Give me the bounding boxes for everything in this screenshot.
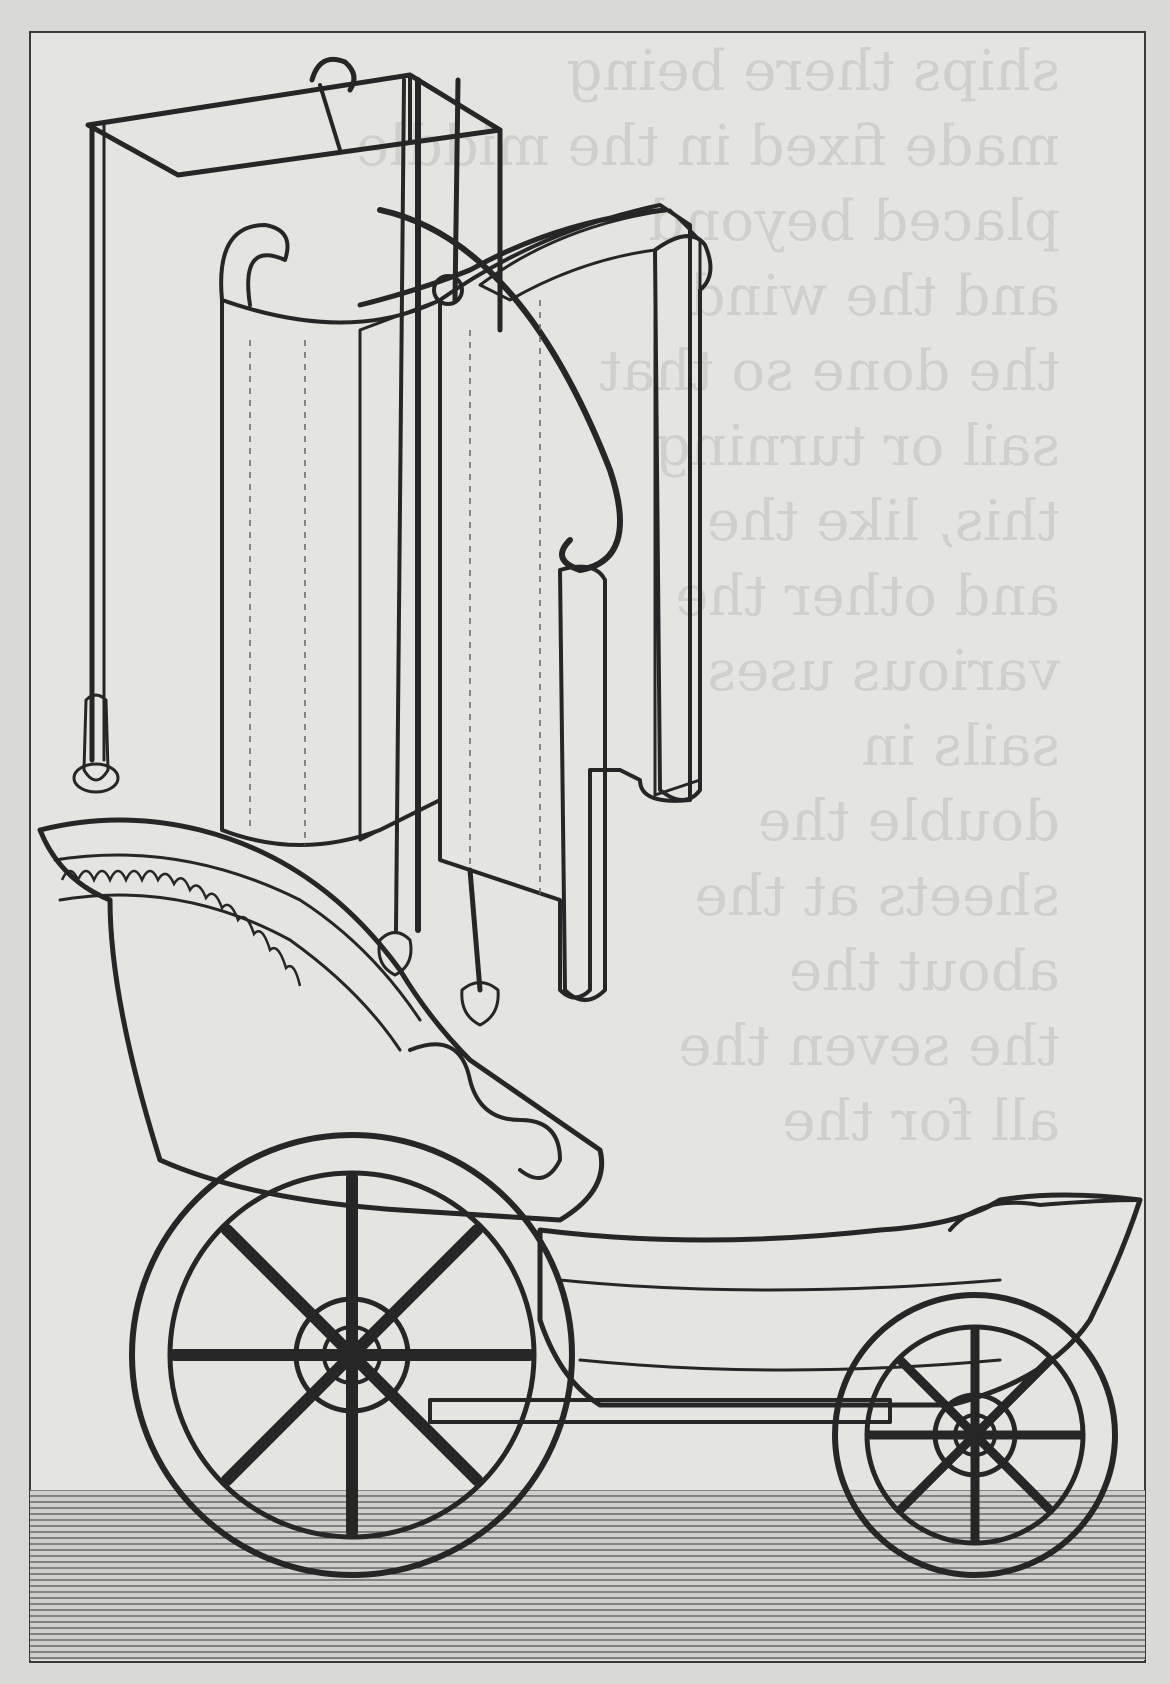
left-pole bbox=[72, 122, 120, 794]
bleed-line: sails in bbox=[862, 714, 1060, 779]
bleed-line: about the bbox=[789, 939, 1060, 1004]
bleed-line: the seven the bbox=[678, 1014, 1060, 1079]
bleed-line: the done so that bbox=[599, 339, 1060, 404]
bleed-line: and other the bbox=[675, 564, 1060, 629]
front-wheel bbox=[832, 1292, 1118, 1578]
bleed-line: various uses bbox=[707, 639, 1061, 704]
bleed-line: made fixed in the middle bbox=[356, 114, 1060, 179]
right-sail bbox=[357, 203, 713, 1002]
bleed-line: this, like the bbox=[707, 489, 1060, 554]
bleed-line: all for the bbox=[782, 1089, 1060, 1154]
bleed-line: ships there being bbox=[567, 39, 1060, 104]
bleed-line: double the bbox=[758, 789, 1060, 854]
bleed-line: placed beyond bbox=[648, 189, 1060, 254]
bleed-line: sail or turning bbox=[655, 414, 1060, 479]
plate-area bbox=[29, 31, 1146, 1663]
rear-wheel bbox=[129, 1132, 575, 1578]
bleed-line: and the wind bbox=[690, 264, 1060, 329]
bleed-through-text: ships there being made fixed in the midd… bbox=[356, 39, 1061, 1154]
scallop-trim bbox=[60, 869, 302, 987]
mast-finials bbox=[377, 867, 500, 1027]
bleed-line: sheets at the bbox=[694, 864, 1060, 929]
